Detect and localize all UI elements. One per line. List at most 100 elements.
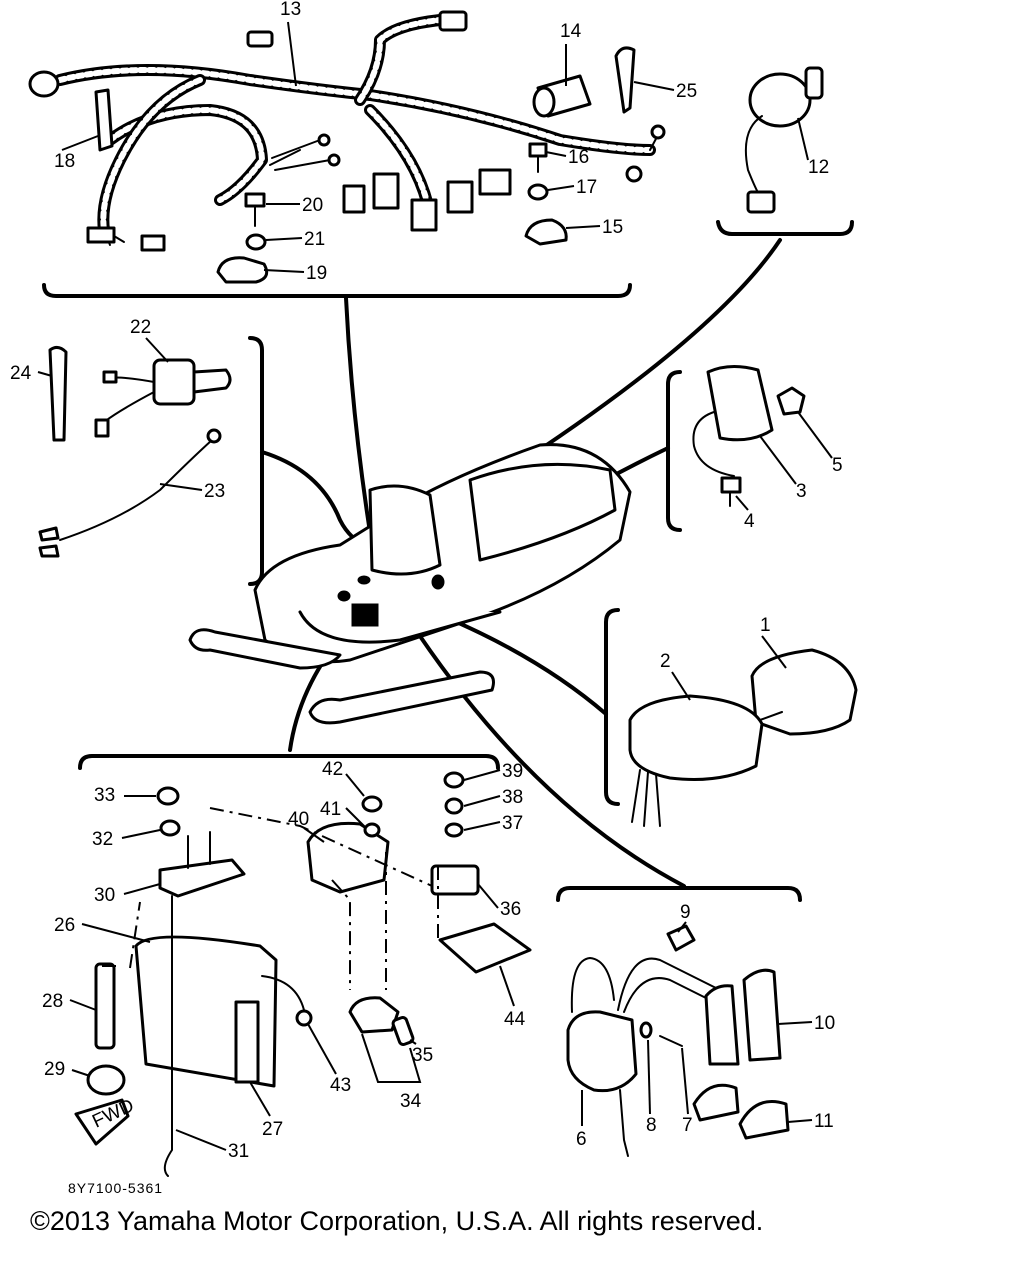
harness-left-connector-2	[140, 234, 166, 252]
leader-4	[735, 495, 749, 511]
leader-34	[361, 1033, 422, 1083]
leader-43	[307, 1023, 337, 1075]
cable-tie-24	[48, 345, 68, 442]
harness-left-branch-texture	[100, 77, 203, 233]
battery-location-mark	[351, 603, 379, 627]
callout-21: 21	[304, 229, 325, 250]
plug-cap-10b	[742, 968, 782, 1062]
callout-20: 20	[302, 195, 323, 216]
battery-bracket-30	[158, 858, 246, 898]
callout-44: 44	[504, 1009, 526, 1030]
nut-17	[527, 183, 549, 201]
switch-22-body	[152, 358, 196, 406]
callout-42: 42	[322, 759, 343, 780]
battery-lead-43	[261, 975, 305, 1011]
harness-connector-c	[410, 198, 438, 232]
rectifier-lead	[692, 411, 735, 477]
nut-39	[443, 771, 465, 789]
callout-15: 15	[602, 217, 623, 238]
nut-5	[776, 386, 806, 416]
main-switch-12	[744, 66, 824, 214]
callout-16: 16	[568, 147, 589, 168]
battery-group: FWD	[74, 771, 532, 1177]
leader-10	[777, 1021, 813, 1025]
copyright-notice: ©2013 Yamaha Motor Corporation, U.S.A. A…	[30, 1206, 764, 1236]
switch-22-terminal-a	[102, 370, 118, 384]
callout-41: 41	[320, 799, 341, 820]
leader-25	[633, 81, 675, 91]
plug-cap-10a	[704, 984, 740, 1066]
leader-28	[69, 999, 97, 1011]
harness-terminal-a	[317, 133, 331, 147]
cap-cover-11b	[738, 1100, 790, 1140]
harness-top-branch	[354, 14, 446, 106]
washer-32	[159, 819, 181, 837]
snowmobile-front-bumper	[298, 610, 502, 644]
ignition-coil-lead	[619, 1089, 629, 1157]
bracket-switch-group	[716, 220, 854, 236]
diagram-code: 8Y7100-5361	[68, 1180, 164, 1196]
callout-4: 4	[744, 511, 755, 532]
leader-26	[81, 923, 151, 943]
rectifier-3	[706, 365, 774, 442]
fuse-holder-34	[348, 996, 400, 1034]
leader-2	[671, 671, 691, 701]
leader-31	[175, 1129, 227, 1151]
callout-36: 36	[500, 899, 521, 920]
bracket-battery-group	[78, 754, 500, 770]
switch-group-left	[38, 345, 232, 558]
link-left-switches	[260, 450, 372, 550]
group-brackets	[42, 220, 854, 902]
callout-23: 23	[204, 481, 225, 502]
callout-10: 10	[814, 1013, 835, 1034]
callout-8: 8	[646, 1115, 657, 1136]
leader-18	[61, 135, 99, 151]
callout-12: 12	[808, 157, 829, 178]
cable-tie-25	[614, 46, 636, 114]
bolt-16-head	[528, 142, 548, 158]
leader-16	[545, 151, 567, 157]
callout-6: 6	[576, 1129, 587, 1150]
leader-30	[123, 883, 161, 895]
cdi-cover-1	[750, 648, 858, 736]
leader-7	[681, 1047, 689, 1115]
harness-ground-ring	[650, 124, 666, 140]
callout-17: 17	[576, 177, 597, 198]
callout-43: 43	[330, 1075, 351, 1096]
assembly-guide-lines	[96, 807, 439, 990]
nut-42	[361, 795, 383, 813]
leader-8	[647, 1039, 651, 1115]
callout-13: 13	[280, 0, 301, 20]
wire-harness-13	[28, 10, 666, 252]
rectifier-location-mark	[431, 574, 445, 590]
leader-35	[409, 1039, 417, 1045]
leader-42	[345, 773, 365, 797]
cdi-unit-2	[628, 694, 764, 781]
bolt-7	[659, 1035, 683, 1047]
bracket-cdi-group	[604, 608, 620, 806]
leader-32	[121, 829, 161, 839]
main-switch-key	[804, 66, 824, 100]
callout-37: 37	[502, 813, 523, 834]
link-harness	[344, 296, 374, 547]
harness-hardware	[94, 46, 636, 284]
callout-35: 35	[412, 1045, 433, 1066]
leader-29	[71, 1069, 91, 1077]
leader-37	[463, 821, 501, 831]
lead-23-ring	[206, 428, 222, 444]
callout-11: 11	[814, 1111, 834, 1132]
battery-terminal-43	[295, 1009, 313, 1027]
callout-39: 39	[502, 761, 523, 782]
leader-44	[499, 965, 515, 1007]
harness-connector-d	[446, 180, 474, 214]
switch-22-leads	[103, 376, 155, 423]
callout-1: 1	[760, 615, 771, 636]
clamp-19	[216, 256, 269, 284]
harness-connector-a	[342, 184, 366, 214]
mount-point-mark	[337, 590, 351, 602]
leader-1	[761, 635, 787, 669]
leader-24	[37, 371, 53, 377]
leader-36	[477, 883, 499, 909]
leader-27	[249, 1081, 271, 1117]
